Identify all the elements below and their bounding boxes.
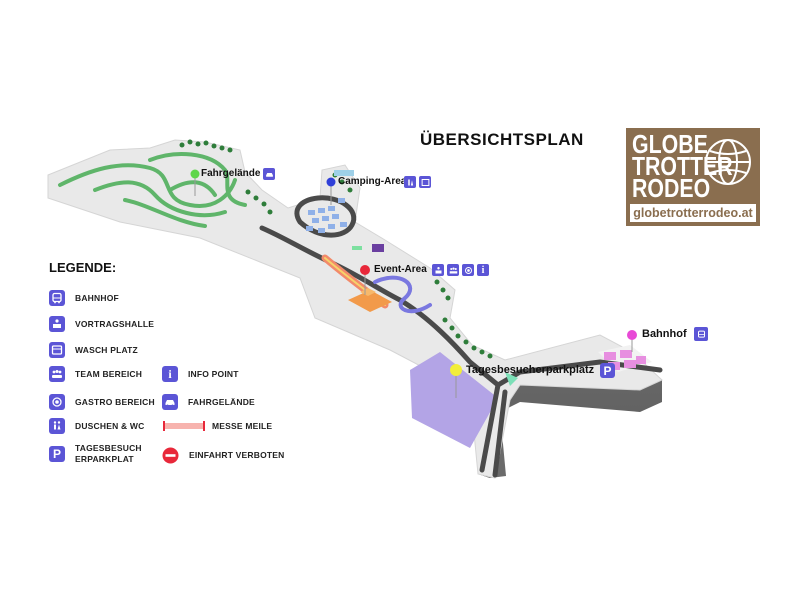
event-buildings [348, 244, 392, 312]
bus-icon [694, 327, 708, 341]
wash-icon [419, 176, 431, 188]
page-title: ÜBERSICHTSPLAN [420, 130, 584, 149]
gastro-icon [49, 394, 65, 410]
pin-event[interactable] [360, 265, 370, 275]
legend-label: WASCH PLATZ [75, 344, 138, 355]
legend-item-team: TEAM BEREICH [49, 366, 142, 382]
no-entry-icon [162, 447, 179, 464]
trees [179, 139, 493, 359]
logo-line-2: TROTTER [632, 151, 733, 181]
fair-mile-icon [163, 421, 205, 431]
logo-url[interactable]: globetrotterrodeo.at [630, 204, 756, 222]
info-icon: i [477, 264, 489, 276]
bahnhof-icons [694, 327, 708, 341]
legend-label: VORTRAGSHALLE [75, 318, 155, 329]
legend-item-gastro: GASTRO BEREICH [49, 394, 155, 410]
legend-label: TEAM BEREICH [75, 368, 143, 379]
info-icon: i [162, 366, 178, 382]
legend-label: DUSCHEN & WC [75, 420, 145, 431]
legend-item-duschen: DUSCHEN & WC [49, 418, 144, 434]
camping-tents [306, 170, 354, 233]
legend-label: EINFAHRT VERBOTEN [189, 450, 285, 460]
bus-icon [49, 290, 65, 306]
team-icon [49, 366, 65, 382]
car-icon [263, 168, 275, 180]
legend-label: GASTRO BEREICH [75, 396, 155, 407]
label-parking[interactable]: Tagesbesucherparkplatz [466, 364, 595, 376]
legend-item-info: i INFO POINT [162, 366, 239, 382]
legend-label: FAHRGELÄNDE [188, 396, 255, 407]
lecture-hall-icon [432, 264, 444, 276]
driving-course [58, 152, 247, 228]
legend-label: BAHNHOF [75, 292, 119, 303]
legend-label-line2: ERPARKPLAT [75, 454, 134, 464]
pin-camping[interactable] [326, 177, 336, 187]
legend-item-waschplatz: WASCH PLATZ [49, 342, 138, 358]
car-icon [162, 394, 178, 410]
shower-wc-icon [49, 418, 65, 434]
legend-label: INFO POINT [188, 368, 239, 379]
legend-item-vortragshalle: VORTRAGSHALLE [49, 316, 154, 332]
legend-item-fahrgelaende: FAHRGELÄNDE [162, 394, 255, 410]
logo-line-3: RODEO [632, 173, 711, 203]
legend-title: LEGENDE: [49, 260, 117, 275]
parking-entrance [505, 372, 518, 386]
camping-icons [404, 176, 431, 188]
parking-icon: P [49, 446, 65, 462]
legend-label: MESSE MEILE [212, 420, 273, 431]
gastro-icon [462, 264, 474, 276]
legend-item-bahnhof: BAHNHOF [49, 290, 119, 306]
legend-item-messe-meile: MESSE MEILE [162, 419, 272, 433]
parking-badge-icon: P [600, 363, 615, 378]
pin-fahrgelaende[interactable] [190, 169, 200, 179]
label-fahrgelaende[interactable]: Fahrgelände [201, 168, 261, 179]
globetrotter-logo[interactable]: GLOBE TROTTER RODEO globetrotterrodeo.at [626, 128, 760, 226]
pin-bahnhof[interactable] [627, 330, 637, 340]
lecture-hall-icon [49, 316, 65, 332]
label-camping[interactable]: Camping-Area [338, 176, 407, 187]
map-pins [190, 169, 637, 398]
pin-parking[interactable] [450, 364, 462, 376]
label-event[interactable]: Event-Area [374, 264, 427, 275]
team-icon [447, 264, 459, 276]
shower-wc-icon [404, 176, 416, 188]
globe-icon [705, 139, 751, 185]
wash-icon [49, 342, 65, 358]
legend-label-line1: TAGESBESUCH [75, 443, 142, 453]
legend-item-einfahrt-verboten: EINFAHRT VERBOTEN [162, 447, 285, 464]
fahrgelaende-icons [263, 168, 275, 180]
event-track [373, 275, 432, 314]
roads [259, 195, 663, 478]
logo-line-1: GLOBE [632, 129, 708, 159]
label-bahnhof[interactable]: Bahnhof [642, 328, 687, 340]
event-icons: i [432, 264, 489, 276]
